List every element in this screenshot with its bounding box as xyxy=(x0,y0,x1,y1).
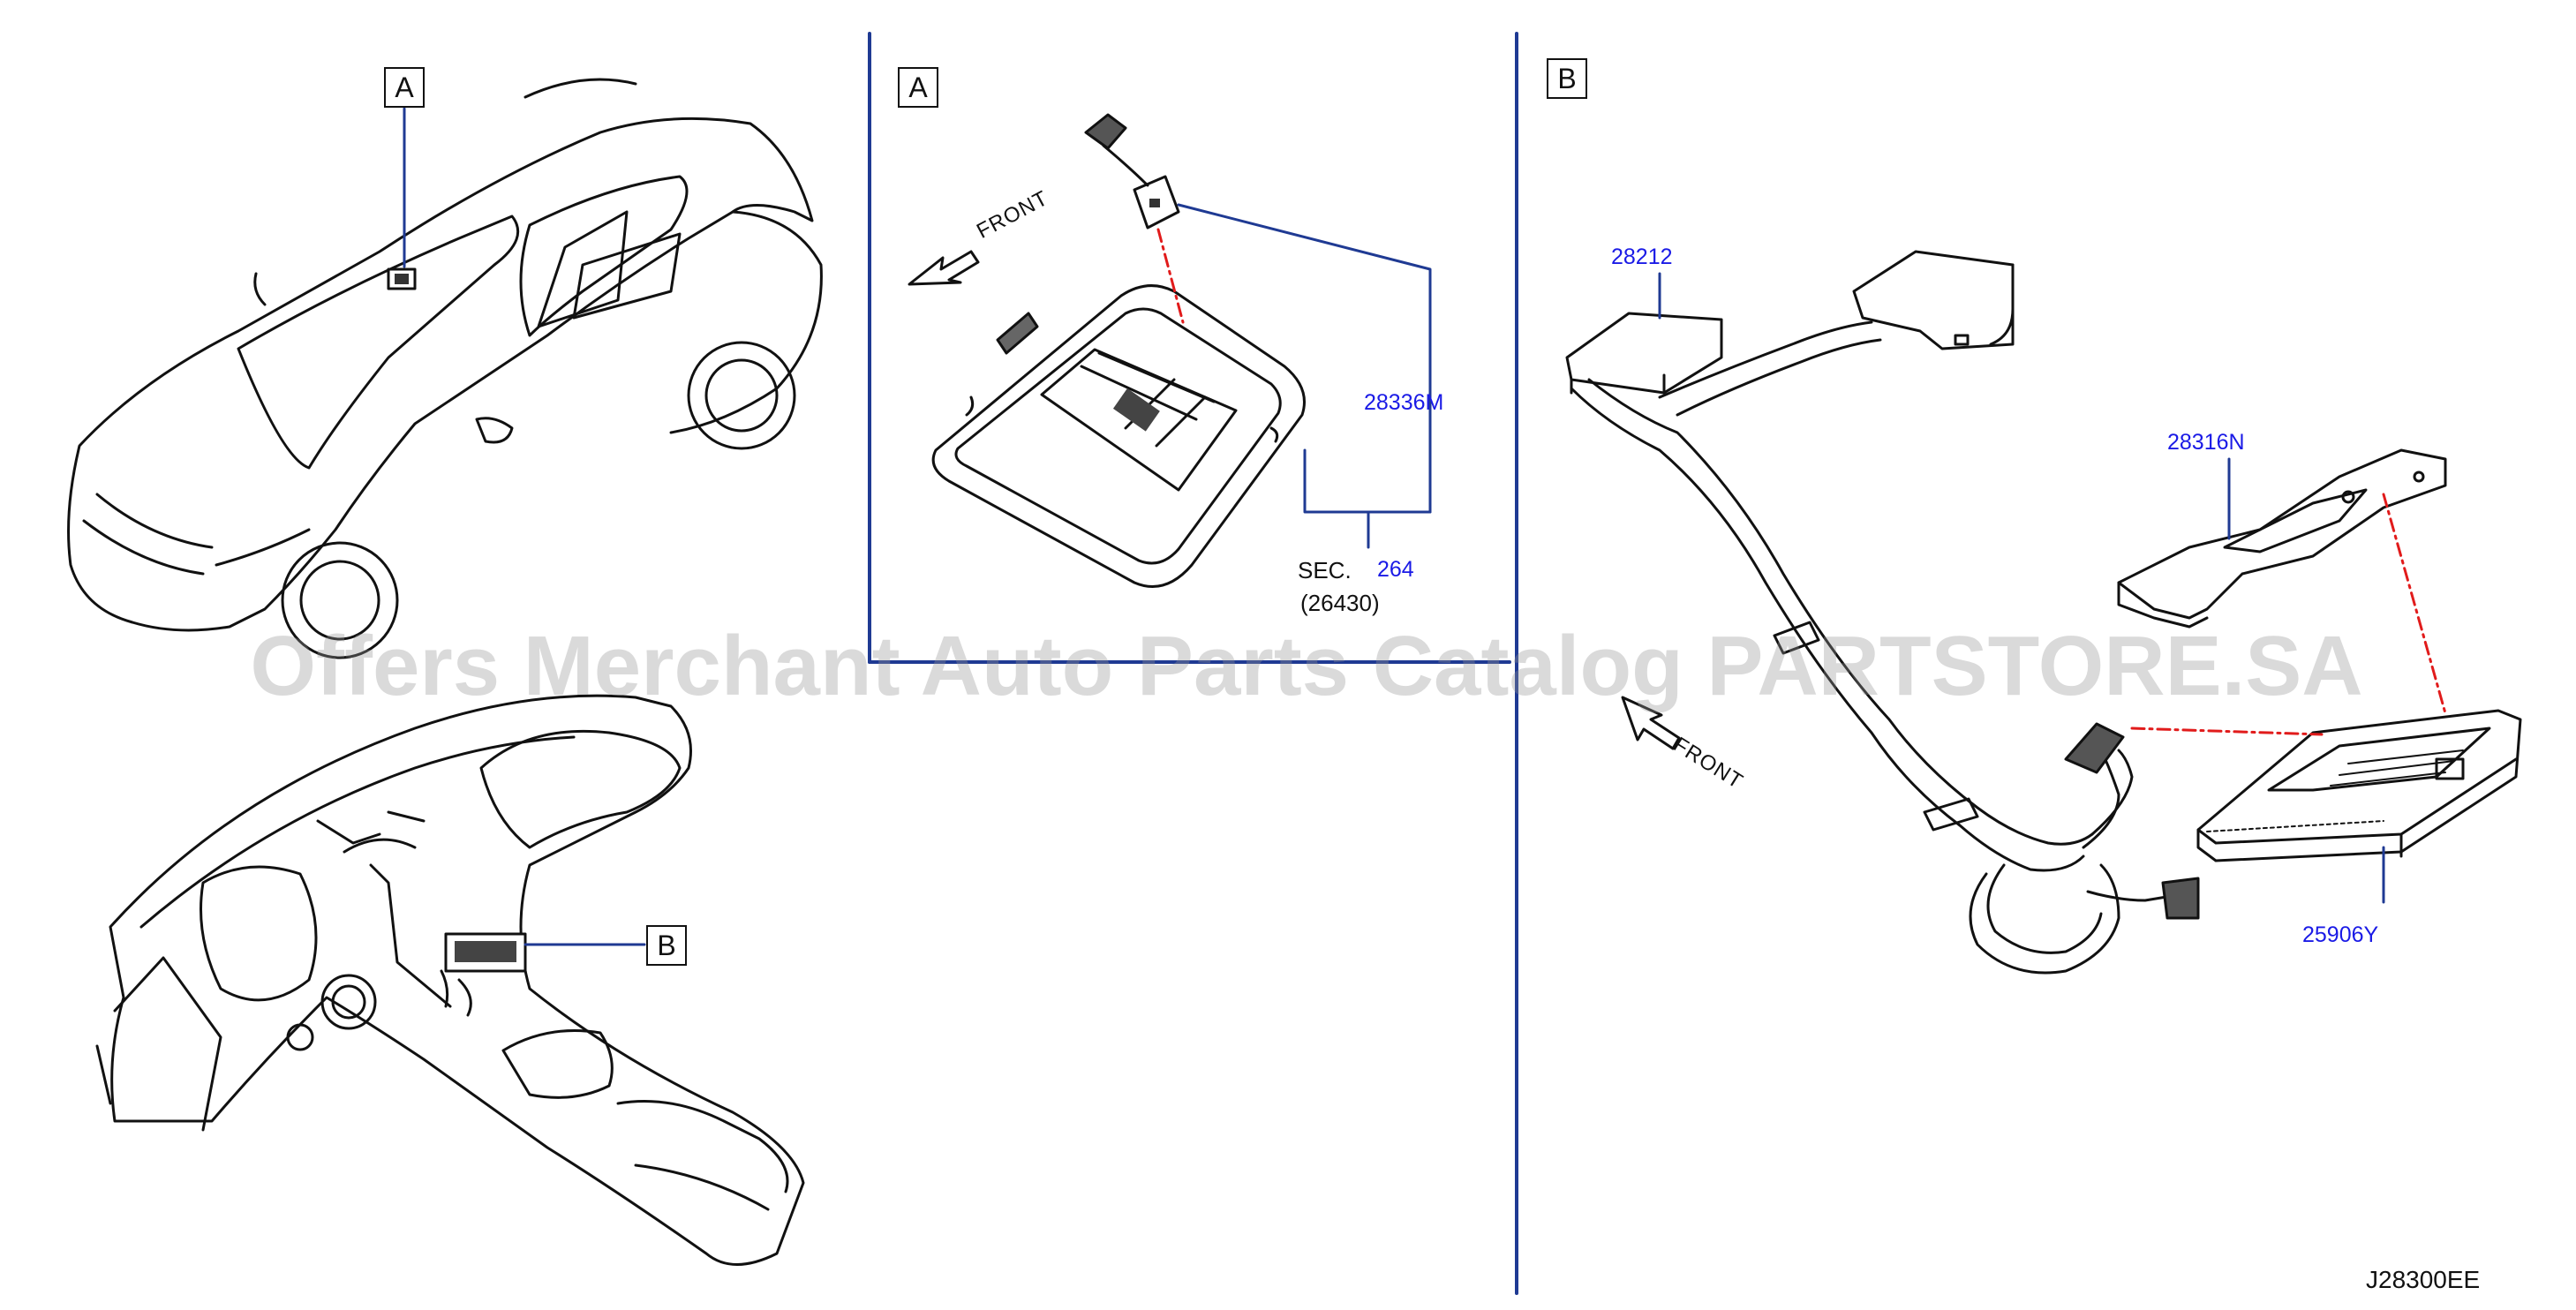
wiring-harness xyxy=(1565,250,2200,975)
front-arrow-a xyxy=(908,250,980,286)
panel-b-leaders xyxy=(1658,272,2385,904)
part-number-25906y[interactable]: 25906Y xyxy=(2302,922,2379,947)
diagram-code: J28300EE xyxy=(2366,1266,2481,1293)
control-module xyxy=(2196,709,2522,862)
section-ref-sub: (26430) xyxy=(1300,590,1380,616)
part-number-28316n[interactable]: 28316N xyxy=(2167,430,2245,455)
mounting-bracket xyxy=(2117,448,2447,629)
front-arrow-b xyxy=(1621,696,1681,750)
panel-a-dashed xyxy=(1156,228,1185,324)
dashboard-illustration xyxy=(95,694,805,1266)
section-ref-prefix: SEC. xyxy=(1298,557,1352,583)
map-lamp-assembly xyxy=(931,113,1306,588)
car-illustration xyxy=(67,78,823,659)
section-ref-number[interactable]: 264 xyxy=(1377,557,1414,582)
panel-b-dashed xyxy=(2130,493,2447,736)
panel-a-label: A xyxy=(898,67,938,108)
callout-box-b-dash: B xyxy=(646,925,687,966)
panel-b-label: B xyxy=(1547,58,1587,99)
panel-dividers xyxy=(868,32,1518,1295)
part-number-28336m[interactable]: 28336M xyxy=(1364,390,1444,415)
callout-box-a-car: A xyxy=(384,67,425,108)
part-number-28212[interactable]: 28212 xyxy=(1611,245,1673,269)
panel-a-leaders xyxy=(1177,203,1432,549)
